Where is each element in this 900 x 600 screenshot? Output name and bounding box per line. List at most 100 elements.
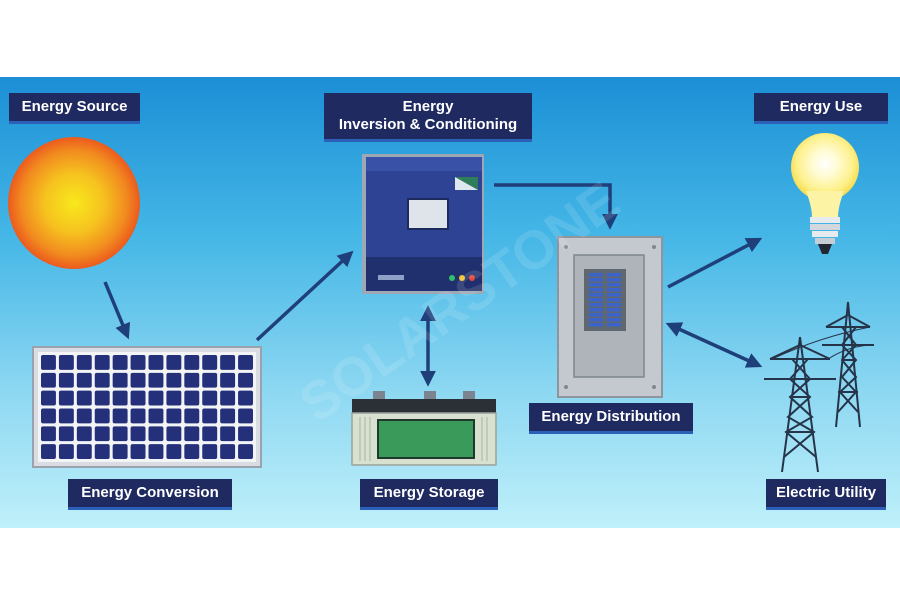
breaker-switch — [607, 278, 621, 282]
energy-conversion-text: Energy Conversion — [81, 484, 219, 501]
solar-cell — [220, 426, 236, 442]
solar-cell — [130, 355, 146, 370]
solar-cell — [148, 372, 164, 388]
solar-cell — [148, 390, 164, 406]
breaker-switch — [589, 323, 603, 327]
solar-cell — [166, 444, 182, 459]
arrow-distribution-utility — [665, 322, 763, 368]
solar-cell — [202, 408, 218, 424]
energy-inversion-label: Energy Inversion & Conditioning — [324, 93, 532, 142]
breaker-switch — [589, 278, 603, 282]
energy-distribution-label: Energy Distribution — [529, 403, 693, 434]
solar-cell — [184, 444, 200, 459]
breaker-switch — [607, 323, 621, 327]
solar-cell — [220, 444, 236, 459]
solar-panel-icon — [32, 346, 262, 468]
breaker-switch — [589, 303, 603, 307]
arrow-conversion-to-inverter — [255, 250, 354, 342]
solar-cell — [238, 408, 253, 424]
sun-icon — [8, 137, 140, 269]
solar-cell — [41, 444, 56, 459]
solar-cell — [76, 390, 92, 406]
solar-cell — [58, 444, 74, 459]
solar-cell — [184, 372, 200, 388]
solar-cell — [130, 426, 146, 442]
solar-cell — [148, 408, 164, 424]
solar-cell — [94, 390, 110, 406]
solar-cell — [94, 355, 110, 370]
solar-cell — [202, 444, 218, 459]
breaker-switch — [589, 313, 603, 317]
solar-cell — [41, 390, 56, 406]
breaker-switch — [607, 283, 621, 287]
battery-icon — [351, 391, 497, 466]
solar-cell — [112, 444, 128, 459]
solar-cell — [58, 426, 74, 442]
breaker-switch — [607, 303, 621, 307]
solar-cell — [220, 390, 236, 406]
solar-cell — [202, 355, 218, 370]
breaker-switch — [589, 273, 603, 277]
solar-cell — [112, 372, 128, 388]
solar-cell — [41, 355, 56, 370]
solar-cell — [112, 355, 128, 370]
energy-source-label: Energy Source — [9, 93, 140, 124]
solar-cell — [58, 372, 74, 388]
solar-cell — [184, 390, 200, 406]
breaker-switch — [607, 308, 621, 312]
solar-cell — [166, 355, 182, 370]
solar-cell — [41, 426, 56, 442]
energy-inversion-line1: Energy — [402, 98, 454, 115]
solar-cell — [130, 408, 146, 424]
solar-cell — [112, 390, 128, 406]
solar-cell — [238, 426, 253, 442]
solar-cell — [76, 355, 92, 370]
arrow-distribution-to-use — [667, 237, 763, 289]
solar-cell — [148, 426, 164, 442]
breaker-switch — [589, 298, 603, 302]
energy-storage-text: Energy Storage — [373, 484, 485, 501]
solar-cell — [76, 408, 92, 424]
solar-cell — [94, 444, 110, 459]
solar-cell — [220, 408, 236, 424]
breaker-switch — [607, 318, 621, 322]
energy-distribution-text: Energy Distribution — [541, 408, 681, 425]
solar-cell — [238, 444, 253, 459]
breaker-switch — [589, 308, 603, 312]
flow-arrows — [103, 183, 763, 387]
energy-use-label: Energy Use — [754, 93, 888, 124]
diagram-panel: SOLARSTONE Energy Source Energy Inversio… — [0, 77, 900, 528]
transmission-tower-icon — [764, 301, 875, 473]
electric-utility-label: Electric Utility — [766, 479, 886, 510]
solar-cell — [238, 372, 253, 388]
solar-cell — [58, 390, 74, 406]
solar-cell — [184, 355, 200, 370]
solar-cell — [94, 408, 110, 424]
solar-cell — [220, 355, 236, 370]
breaker-switch — [589, 288, 603, 292]
breaker-switch — [607, 273, 621, 277]
breaker-switch — [607, 293, 621, 297]
solar-cell — [58, 408, 74, 424]
solar-cell — [130, 372, 146, 388]
solar-cell — [184, 426, 200, 442]
solar-cell — [148, 444, 164, 459]
breaker-switch — [589, 283, 603, 287]
solar-cell — [58, 355, 74, 370]
breaker-panel-icon — [557, 236, 663, 398]
solar-cell — [238, 390, 253, 406]
arrow-source-to-conversion — [103, 281, 131, 340]
light-bulb-icon — [791, 133, 859, 254]
solar-cell — [130, 390, 146, 406]
breaker-switch — [607, 298, 621, 302]
solar-cell — [76, 372, 92, 388]
solar-cell — [76, 426, 92, 442]
energy-storage-label: Energy Storage — [360, 479, 498, 510]
energy-use-text: Energy Use — [779, 98, 863, 115]
solar-cell — [41, 408, 56, 424]
solar-cell — [184, 408, 200, 424]
energy-conversion-label: Energy Conversion — [68, 479, 232, 510]
breaker-switch — [607, 288, 621, 292]
solar-cell — [166, 372, 182, 388]
solar-cell — [202, 390, 218, 406]
